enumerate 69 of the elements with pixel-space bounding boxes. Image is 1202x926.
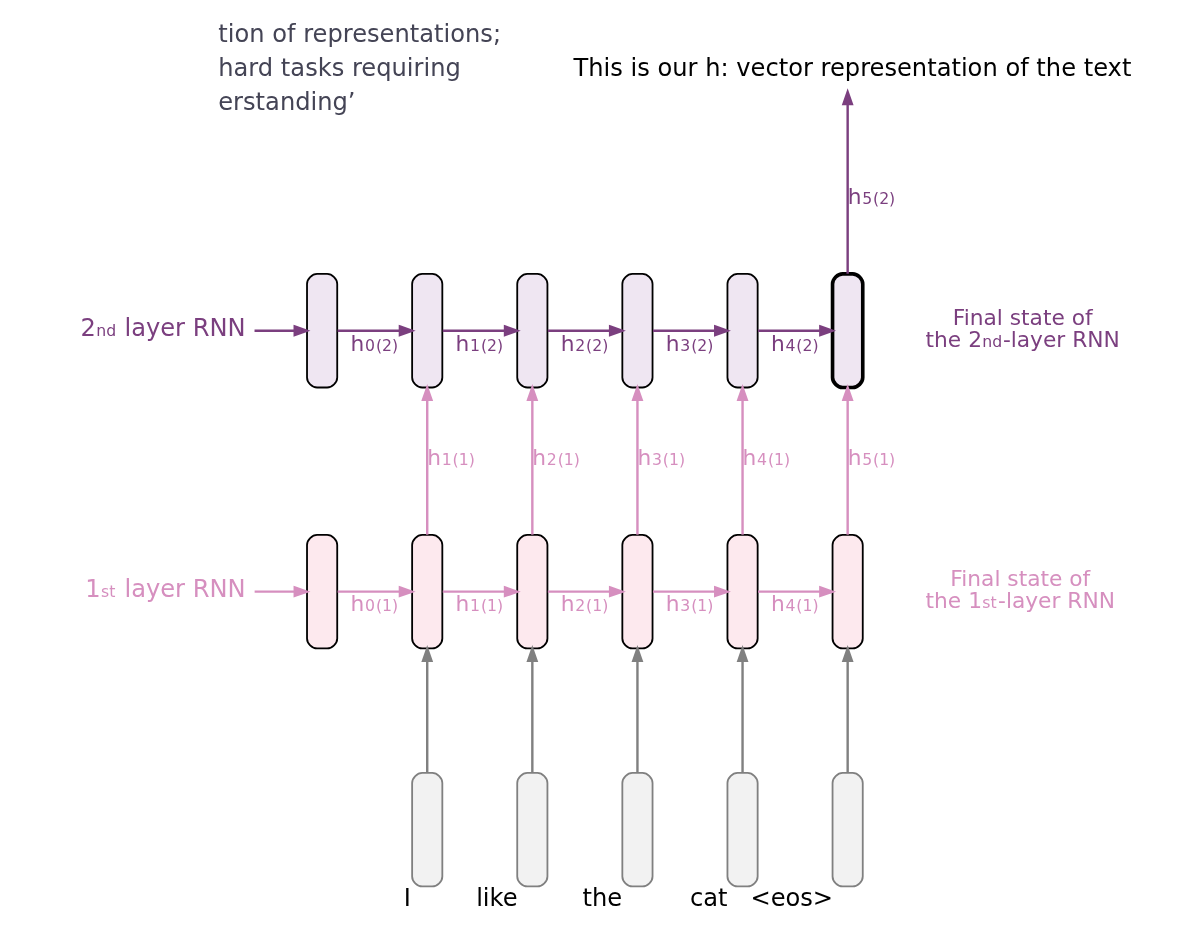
label: tion of representations; (217, 19, 501, 48)
edge-label: h5(2) (847, 184, 895, 210)
edge-label: h4(1) (770, 591, 819, 617)
node-box (305, 533, 338, 650)
arrow (442, 324, 521, 337)
node-label: <eos> (749, 883, 833, 912)
edge-label: h4(2) (770, 330, 819, 356)
node-label: like (475, 883, 518, 912)
edge-label: h2(1) (560, 591, 608, 617)
arrow (652, 585, 731, 598)
node-box (305, 273, 338, 389)
edge-label: h1(1) (426, 445, 475, 471)
edge-label: h4(1) (742, 445, 790, 471)
arrow (547, 585, 626, 598)
node-box (726, 533, 759, 650)
node-label: cat (689, 883, 728, 912)
edge-label: h1(1) (455, 591, 503, 617)
node-label: Final state of the 2nd-layer RNN (925, 305, 1120, 352)
arrow (547, 324, 626, 337)
node-box (830, 272, 865, 390)
arrow (442, 585, 521, 598)
arrow (420, 645, 433, 773)
arrow (254, 585, 310, 598)
edge-label: h5(1) (847, 445, 895, 471)
label: hard tasks requiring (217, 53, 461, 82)
edge-label: h3(1) (636, 445, 685, 471)
arrow (631, 383, 643, 535)
node-box (831, 771, 864, 888)
node-box (410, 771, 443, 888)
node-box (726, 771, 759, 888)
arrow (841, 383, 854, 535)
arrow (337, 324, 416, 337)
label: erstanding’ (217, 87, 356, 116)
edge-label: h2(1) (531, 445, 580, 471)
node-text: 1st layer RNN (84, 574, 246, 603)
node-box (515, 533, 548, 650)
arrow (841, 88, 854, 274)
node-text: 2nd layer RNN (80, 313, 246, 342)
node-box (831, 533, 864, 650)
arrow (631, 645, 643, 773)
node-label: I (403, 883, 411, 912)
arrow (841, 645, 854, 773)
node-box (620, 771, 653, 888)
node-box (410, 533, 443, 650)
edge-label: h0(2) (350, 330, 398, 356)
arrow (652, 324, 731, 337)
edge-label: h1(2) (455, 330, 503, 356)
arrow (736, 383, 748, 535)
arrow (254, 324, 310, 337)
arrow (525, 383, 538, 535)
arrow (420, 383, 433, 535)
edge-label: h2(2) (560, 330, 608, 356)
arrow (337, 585, 416, 598)
node-box (515, 771, 548, 888)
node-box (620, 273, 653, 389)
arrow (757, 324, 836, 337)
arrow (736, 645, 748, 773)
node-label: Final state of the 1st-layer RNN (925, 566, 1115, 613)
edge-label: h3(2) (665, 330, 713, 356)
node-label: the (581, 883, 622, 912)
node-box (410, 273, 443, 389)
edge-label: h3(1) (665, 591, 713, 617)
arrow (757, 585, 836, 598)
node-box (726, 273, 759, 389)
node-text: This is our h: vector representation of the text (572, 53, 1131, 82)
node-box (515, 273, 548, 389)
edge-label: h0(1) (350, 591, 398, 617)
arrow (525, 645, 538, 773)
node-box (620, 533, 653, 650)
